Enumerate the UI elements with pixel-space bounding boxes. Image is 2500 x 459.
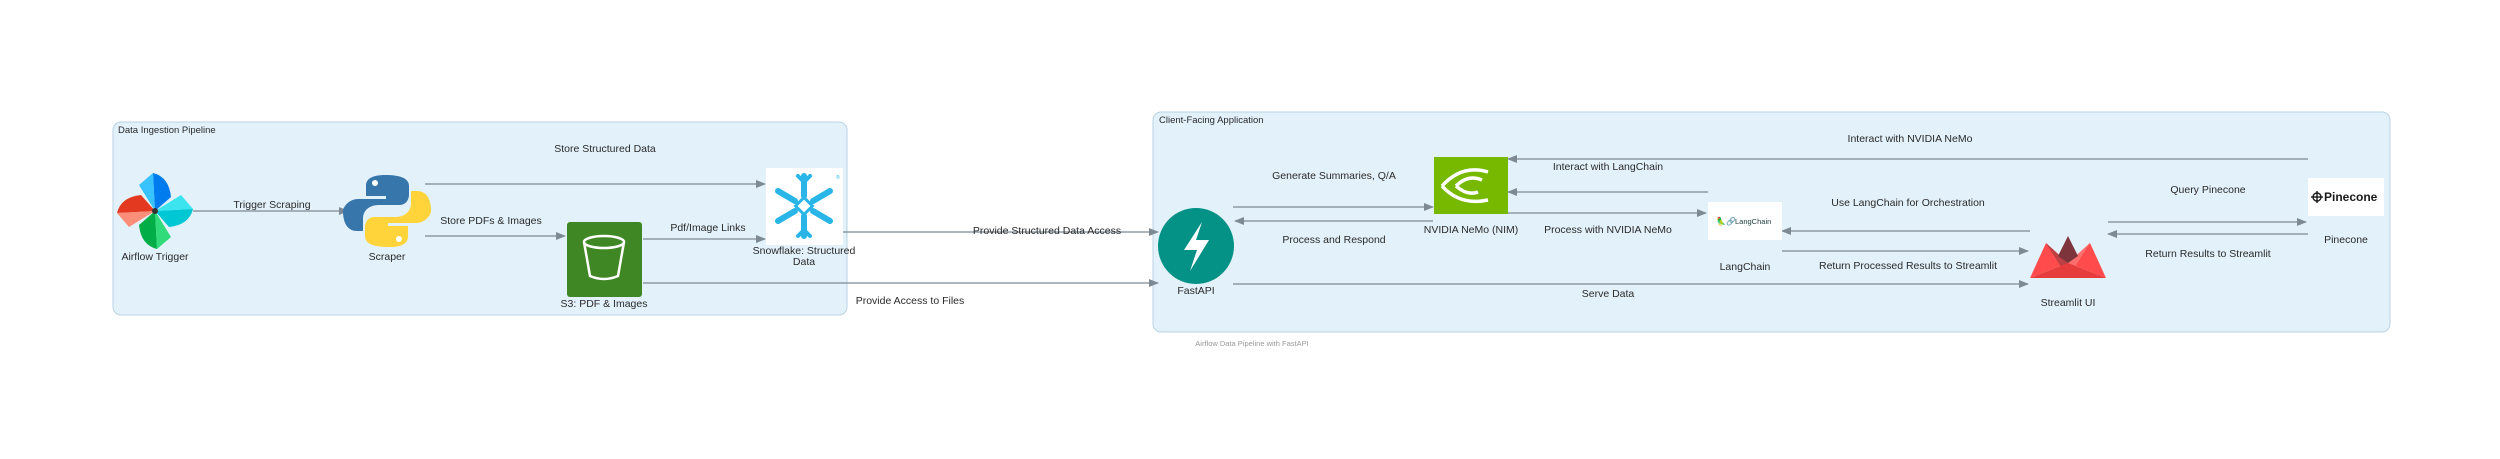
edge-label-store-pdfs: Store PDFs & Images (440, 215, 542, 227)
edge-label-provide-structured: Provide Structured Data Access (973, 225, 1121, 237)
cluster-client-facing-label: Client-Facing Application (1159, 115, 1264, 126)
edge-label-process-nemo: Process with NVIDIA NeMo (1544, 224, 1672, 236)
edge-label-provide-files: Provide Access to Files (856, 295, 965, 307)
streamlit-crown-icon (2030, 236, 2106, 278)
node-s3-label: S3: PDF & Images (561, 298, 648, 310)
node-pinecone-label: Pinecone (2324, 234, 2368, 246)
diagram-caption: Airflow Data Pipeline with FastAPI (1195, 339, 1308, 348)
node-snowflake-label-line2: Data (793, 256, 815, 268)
nvidia-icon (1434, 157, 1508, 214)
edge-labels: Trigger Scraping Store Structured Data S… (233, 133, 2270, 307)
edge-label-return-processed: Return Processed Results to Streamlit (1819, 260, 1997, 272)
edge-label-interact-nemo: Interact with NVIDIA NeMo (1848, 133, 1973, 145)
airflow-pinwheel-icon (117, 173, 193, 249)
edge-label-pdf-links: Pdf/Image Links (670, 222, 745, 234)
node-nemo[interactable]: NVIDIA NeMo (NIM) (1424, 157, 1519, 236)
node-airflow[interactable]: Airflow Trigger (117, 173, 193, 263)
node-fastapi[interactable]: FastAPI (1158, 208, 1234, 297)
node-snowflake-label-line1: Snowflake: Structured (753, 245, 856, 257)
langchain-logo-tile (1708, 202, 1782, 240)
node-s3[interactable]: S3: PDF & Images (561, 222, 648, 310)
langchain-logo-text: LangChain (1735, 217, 1771, 226)
edge-label-query-pinecone: Query Pinecone (2170, 184, 2245, 196)
edge-label-process-respond: Process and Respond (1282, 234, 1385, 246)
edge-label-interact-langchain: Interact with LangChain (1553, 161, 1663, 173)
node-streamlit-label: Streamlit UI (2041, 297, 2096, 309)
node-streamlit[interactable]: Streamlit UI (2030, 236, 2106, 309)
fastapi-bolt-icon (1184, 222, 1209, 271)
node-airflow-label: Airflow Trigger (121, 251, 189, 263)
pinecone-icon (2311, 191, 2323, 203)
node-scraper-label: Scraper (369, 251, 406, 263)
edge-label-trigger-scraping: Trigger Scraping (233, 199, 310, 211)
node-scraper[interactable]: Scraper (343, 175, 431, 263)
nvidia-eye-icon (1440, 168, 1489, 204)
edge-label-return-results: Return Results to Streamlit (2145, 248, 2271, 260)
node-pinecone[interactable]: Pinecone Pinecone (2308, 178, 2384, 246)
snowflake-reg-mark: ® (836, 174, 840, 181)
python-icon (343, 175, 431, 247)
s3-bucket-icon (567, 222, 642, 297)
cluster-data-ingestion (112, 121, 848, 316)
edges (193, 155, 2308, 288)
node-snowflake[interactable]: ® Snowflake: Structured Data (753, 168, 856, 268)
edge-label-serve-data: Serve Data (1582, 288, 1635, 300)
edge-label-generate-summaries: Generate Summaries, Q/A (1272, 170, 1396, 182)
node-fastapi-label: FastAPI (1177, 285, 1214, 297)
pinecone-logo-text: Pinecone (2324, 190, 2378, 204)
node-langchain[interactable]: 🦜🔗 LangChain LangChain (1708, 202, 1782, 273)
node-nemo-label: NVIDIA NeMo (NIM) (1424, 224, 1519, 236)
langchain-parrot-icon: 🦜🔗 (1716, 216, 1736, 226)
edge-label-store-structured: Store Structured Data (554, 143, 656, 155)
snowflake-icon (775, 173, 833, 239)
node-langchain-label: LangChain (1720, 261, 1771, 273)
cluster-data-ingestion-label: Data Ingestion Pipeline (118, 125, 216, 136)
edge-label-use-langchain: Use LangChain for Orchestration (1831, 197, 1985, 209)
